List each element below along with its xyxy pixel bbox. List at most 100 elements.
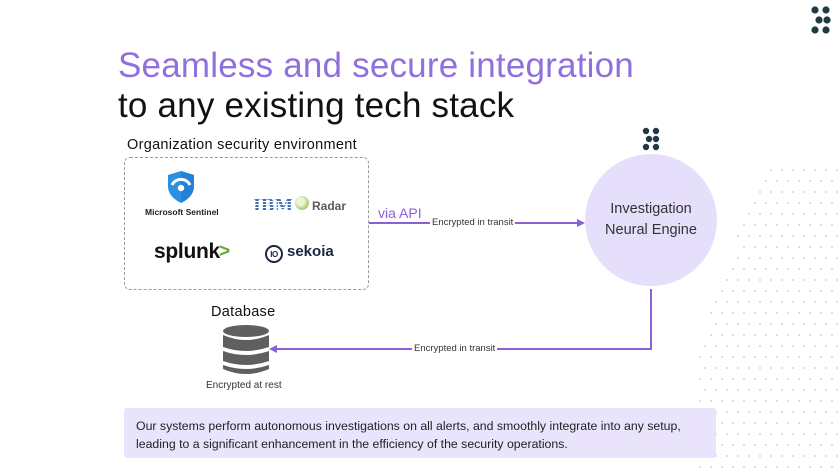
pattern-dot [721,378,723,380]
encrypted-in-transit-label-engine: Encrypted in transit [430,217,516,228]
pattern-dot [836,235,838,237]
pattern-dot [732,444,734,446]
pattern-dot [787,422,789,424]
pattern-dot [726,433,728,435]
pattern-dot [721,290,723,292]
pattern-dot [803,301,805,303]
pattern-dot [765,224,767,226]
pattern-dot [748,301,750,303]
database-label: Database [211,304,276,320]
pattern-dot [820,356,822,358]
pattern-dot [792,257,794,259]
pattern-dot [765,356,767,358]
pattern-dot [754,378,756,380]
pattern-dot [737,367,739,369]
pattern-dot [803,279,805,281]
pattern-dot [732,290,734,292]
pattern-dot [809,180,811,182]
microsoft-sentinel-shield-icon [168,171,194,203]
pattern-dot [781,213,783,215]
pattern-dot [765,268,767,270]
engine-label-line-2: Neural Engine [605,222,697,238]
pattern-dot [781,389,783,391]
pattern-dot [809,356,811,358]
pattern-dot [814,213,816,215]
pattern-dot [831,422,833,424]
pattern-dot [776,466,778,468]
pattern-dot [831,180,833,182]
pattern-dot [825,367,827,369]
pattern-dot [721,466,723,468]
microsoft-sentinel-label: Microsoft Sentinel [145,207,219,217]
pattern-dot [798,290,800,292]
pattern-dot [770,389,772,391]
pattern-dot [814,235,816,237]
pattern-dot [781,411,783,413]
pattern-dot [820,312,822,314]
pattern-dot [737,345,739,347]
pattern-dot [699,466,701,468]
pattern-dot [798,334,800,336]
pattern-dot [770,257,772,259]
pattern-dot [765,202,767,204]
pattern-dot [743,444,745,446]
pattern-dot [743,378,745,380]
pattern-dot [792,323,794,325]
pattern-dot [743,334,745,336]
pattern-dot [836,455,838,457]
pattern-dot [776,378,778,380]
pattern-dot [809,422,811,424]
pattern-dot [737,455,739,457]
pattern-dot [748,257,750,259]
pattern-dot [776,268,778,270]
pattern-dot [732,466,734,468]
pattern-dot [743,356,745,358]
pattern-dot [798,400,800,402]
pattern-dot [721,356,723,358]
pattern-dot [798,378,800,380]
pattern-dot [726,345,728,347]
pattern-dot [732,422,734,424]
pattern-dot [715,367,717,369]
pattern-dot [776,334,778,336]
pattern-dot [814,367,816,369]
pattern-dot [770,323,772,325]
pattern-dot [754,356,756,358]
pattern-dot [776,224,778,226]
pattern-dot [825,455,827,457]
pattern-dot [792,389,794,391]
pattern-dot [699,356,701,358]
qradar-icon [295,196,309,210]
pattern-dot [776,400,778,402]
pattern-dot [814,455,816,457]
pattern-dot [765,444,767,446]
pattern-dot [798,312,800,314]
pattern-dot [792,433,794,435]
ibm-logo: IBM [253,196,293,216]
pattern-dot [831,400,833,402]
pattern-dot [759,455,761,457]
pattern-dot [765,334,767,336]
pattern-dot [798,180,800,182]
pattern-dot [803,367,805,369]
pattern-dot [825,279,827,281]
pattern-dot [798,246,800,248]
pattern-dot [765,180,767,182]
pattern-dot [820,180,822,182]
pattern-dot [781,367,783,369]
pattern-dot [732,400,734,402]
pattern-dot [820,444,822,446]
pattern-dot [820,378,822,380]
pattern-dot [732,268,734,270]
pattern-dot [781,323,783,325]
pattern-dot [787,180,789,182]
pattern-dot [787,224,789,226]
pattern-dot [787,466,789,468]
pattern-dot [836,257,838,259]
investigation-neural-engine: Investigation Neural Engine [585,154,717,286]
pattern-dot [726,323,728,325]
pattern-dot [803,433,805,435]
summary-box: Our systems perform autonomous investiga… [124,408,716,458]
pattern-dot [831,246,833,248]
pattern-dot [737,433,739,435]
